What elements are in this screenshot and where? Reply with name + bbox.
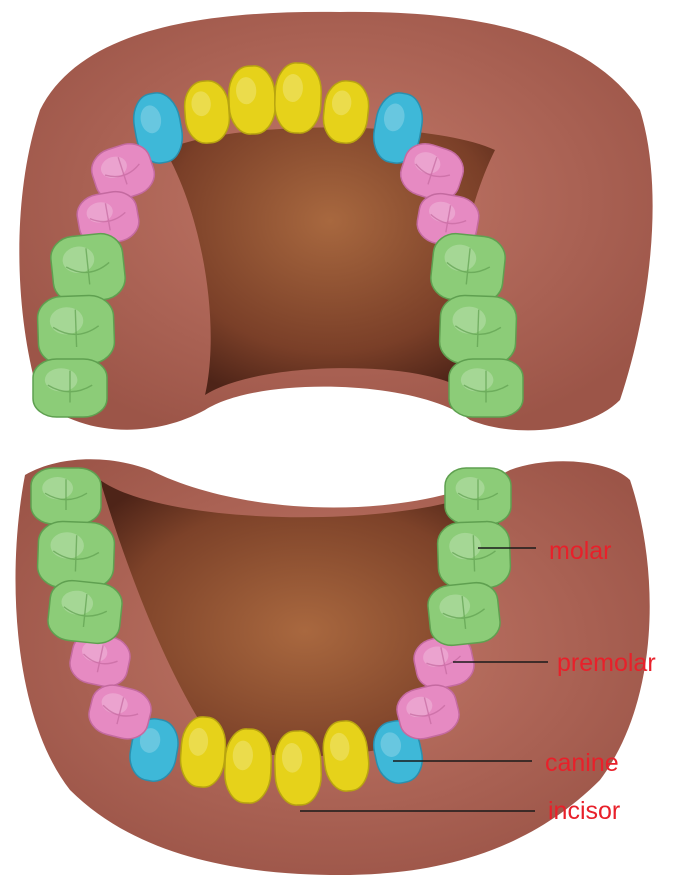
lower-incisor-tooth <box>274 730 323 806</box>
incisor-label: incisor <box>548 797 620 825</box>
upper-molar-tooth <box>429 231 508 304</box>
canine-label: canine <box>545 749 619 777</box>
upper-molar-tooth <box>33 359 107 417</box>
upper-incisor-tooth <box>228 65 276 135</box>
upper-molar-tooth <box>37 295 115 366</box>
lower-incisor-tooth <box>224 728 273 804</box>
upper-molar-tooth <box>449 359 523 417</box>
upper-incisor-tooth <box>274 62 322 134</box>
lower-molar-tooth <box>37 521 115 590</box>
upper-molar-tooth <box>439 295 517 366</box>
lower-molar-tooth <box>426 581 502 648</box>
lower-molar-tooth <box>445 468 511 524</box>
lower-molar-tooth <box>31 468 101 524</box>
upper-molar-tooth <box>49 231 128 304</box>
molar-label: molar <box>549 537 612 565</box>
lower-molar-tooth <box>437 521 511 589</box>
premolar-label: premolar <box>557 649 656 677</box>
lower-molar-tooth <box>46 578 124 645</box>
